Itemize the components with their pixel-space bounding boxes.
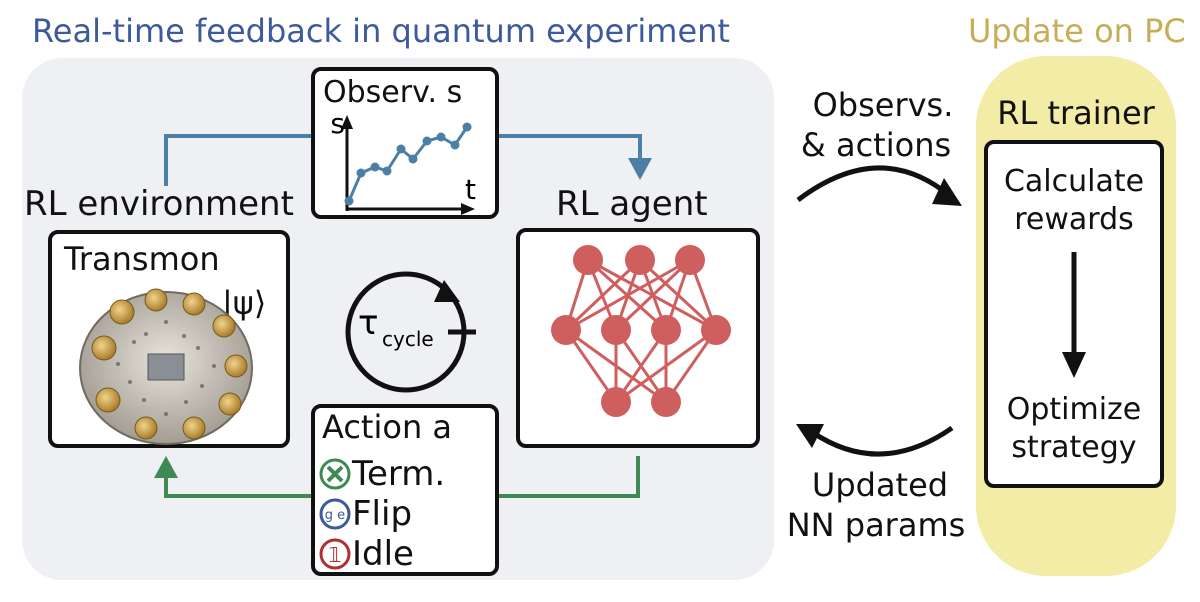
upload-arrow bbox=[796, 165, 952, 202]
action-arrowhead bbox=[154, 456, 178, 478]
obs-point bbox=[344, 196, 354, 206]
transmon-device-image bbox=[79, 288, 253, 445]
action-term-row: Term. bbox=[318, 454, 445, 494]
environment-label: RL environment bbox=[24, 184, 294, 224]
observation-trace bbox=[347, 126, 469, 202]
download-arrowhead bbox=[796, 424, 824, 448]
transmon-label: Transmon bbox=[64, 240, 220, 278]
flip-circle-icon: g e bbox=[319, 498, 351, 530]
transmon-box: Transmon |ψ⟩ bbox=[48, 230, 290, 448]
action-flip-row: g e Flip bbox=[318, 494, 412, 534]
nn-node bbox=[701, 315, 731, 345]
obs-point bbox=[396, 144, 406, 154]
nn-node bbox=[551, 315, 581, 345]
action-idle-label: Idle bbox=[352, 534, 414, 574]
observation-output-line bbox=[494, 134, 642, 160]
agent-label: RL agent bbox=[556, 184, 708, 224]
cycle-subscript: cycle bbox=[382, 327, 434, 351]
nn-node bbox=[573, 245, 603, 275]
obs-point bbox=[356, 168, 366, 178]
upload-label-line2: & actions bbox=[800, 126, 952, 164]
obs-point bbox=[462, 122, 472, 132]
action-term-label: Term. bbox=[352, 454, 446, 494]
upload-label-line1: Observs. bbox=[812, 86, 954, 124]
x-axis-arrowhead bbox=[461, 203, 475, 215]
nn-node bbox=[651, 387, 681, 417]
nn-node bbox=[601, 315, 631, 345]
action-idle-row: 𝟙 Idle bbox=[318, 534, 414, 574]
obs-point bbox=[370, 162, 380, 172]
obs-point bbox=[436, 132, 446, 142]
trainer-title: RL trainer bbox=[997, 94, 1155, 132]
action-flip-label: Flip bbox=[352, 494, 413, 534]
calculate-rewards-line1: Calculate bbox=[1003, 164, 1145, 199]
trainer-box: Calculate rewards Optimize strategy bbox=[984, 140, 1164, 488]
y-axis-arrowhead bbox=[341, 115, 353, 129]
obs-point bbox=[422, 136, 432, 146]
flip-icon-text: g e bbox=[325, 508, 345, 523]
neural-network-icon bbox=[551, 245, 731, 417]
observation-points bbox=[344, 122, 472, 206]
obs-point bbox=[382, 166, 392, 176]
observation-box: Observ. s s t bbox=[311, 67, 499, 219]
observation-title: Observ. s bbox=[323, 75, 463, 110]
trainer-step-arrow bbox=[1062, 252, 1086, 378]
experiment-title: Real-time feedback in quantum experiment bbox=[32, 12, 730, 50]
pc-title: Update on PC bbox=[968, 12, 1186, 50]
action-box bbox=[311, 404, 499, 576]
y-axis-label: s bbox=[330, 111, 345, 140]
agent-box bbox=[516, 228, 760, 448]
action-input-line bbox=[496, 456, 640, 498]
observation-plot: s t bbox=[330, 111, 476, 215]
download-label-line1: Updated bbox=[811, 466, 949, 504]
observation-arrowhead bbox=[628, 158, 652, 180]
calculate-rewards-line2: rewards bbox=[1014, 202, 1134, 237]
observation-input-line bbox=[164, 134, 316, 186]
x-axis-label: t bbox=[465, 173, 476, 206]
obs-point bbox=[450, 140, 460, 150]
nn-node bbox=[625, 245, 655, 275]
identity-circle-icon: 𝟙 bbox=[319, 538, 351, 570]
cycle-tau: τ bbox=[358, 303, 378, 343]
cross-circle-icon bbox=[319, 458, 351, 490]
download-arrow bbox=[810, 425, 954, 457]
optimize-strategy-line2: strategy bbox=[1011, 430, 1137, 465]
download-label-line2: NN params bbox=[786, 506, 966, 544]
optimize-strategy-line1: Optimize bbox=[1006, 392, 1142, 427]
nn-node bbox=[675, 245, 705, 275]
action-title: Action a bbox=[322, 408, 452, 446]
nn-node bbox=[651, 315, 681, 345]
obs-point bbox=[408, 154, 418, 164]
action-output-line bbox=[164, 476, 316, 498]
upload-arrowhead bbox=[932, 178, 962, 206]
nn-node bbox=[601, 387, 631, 417]
idle-icon-text: 𝟙 bbox=[329, 543, 342, 567]
cycle-icon: τ cycle bbox=[345, 271, 476, 393]
